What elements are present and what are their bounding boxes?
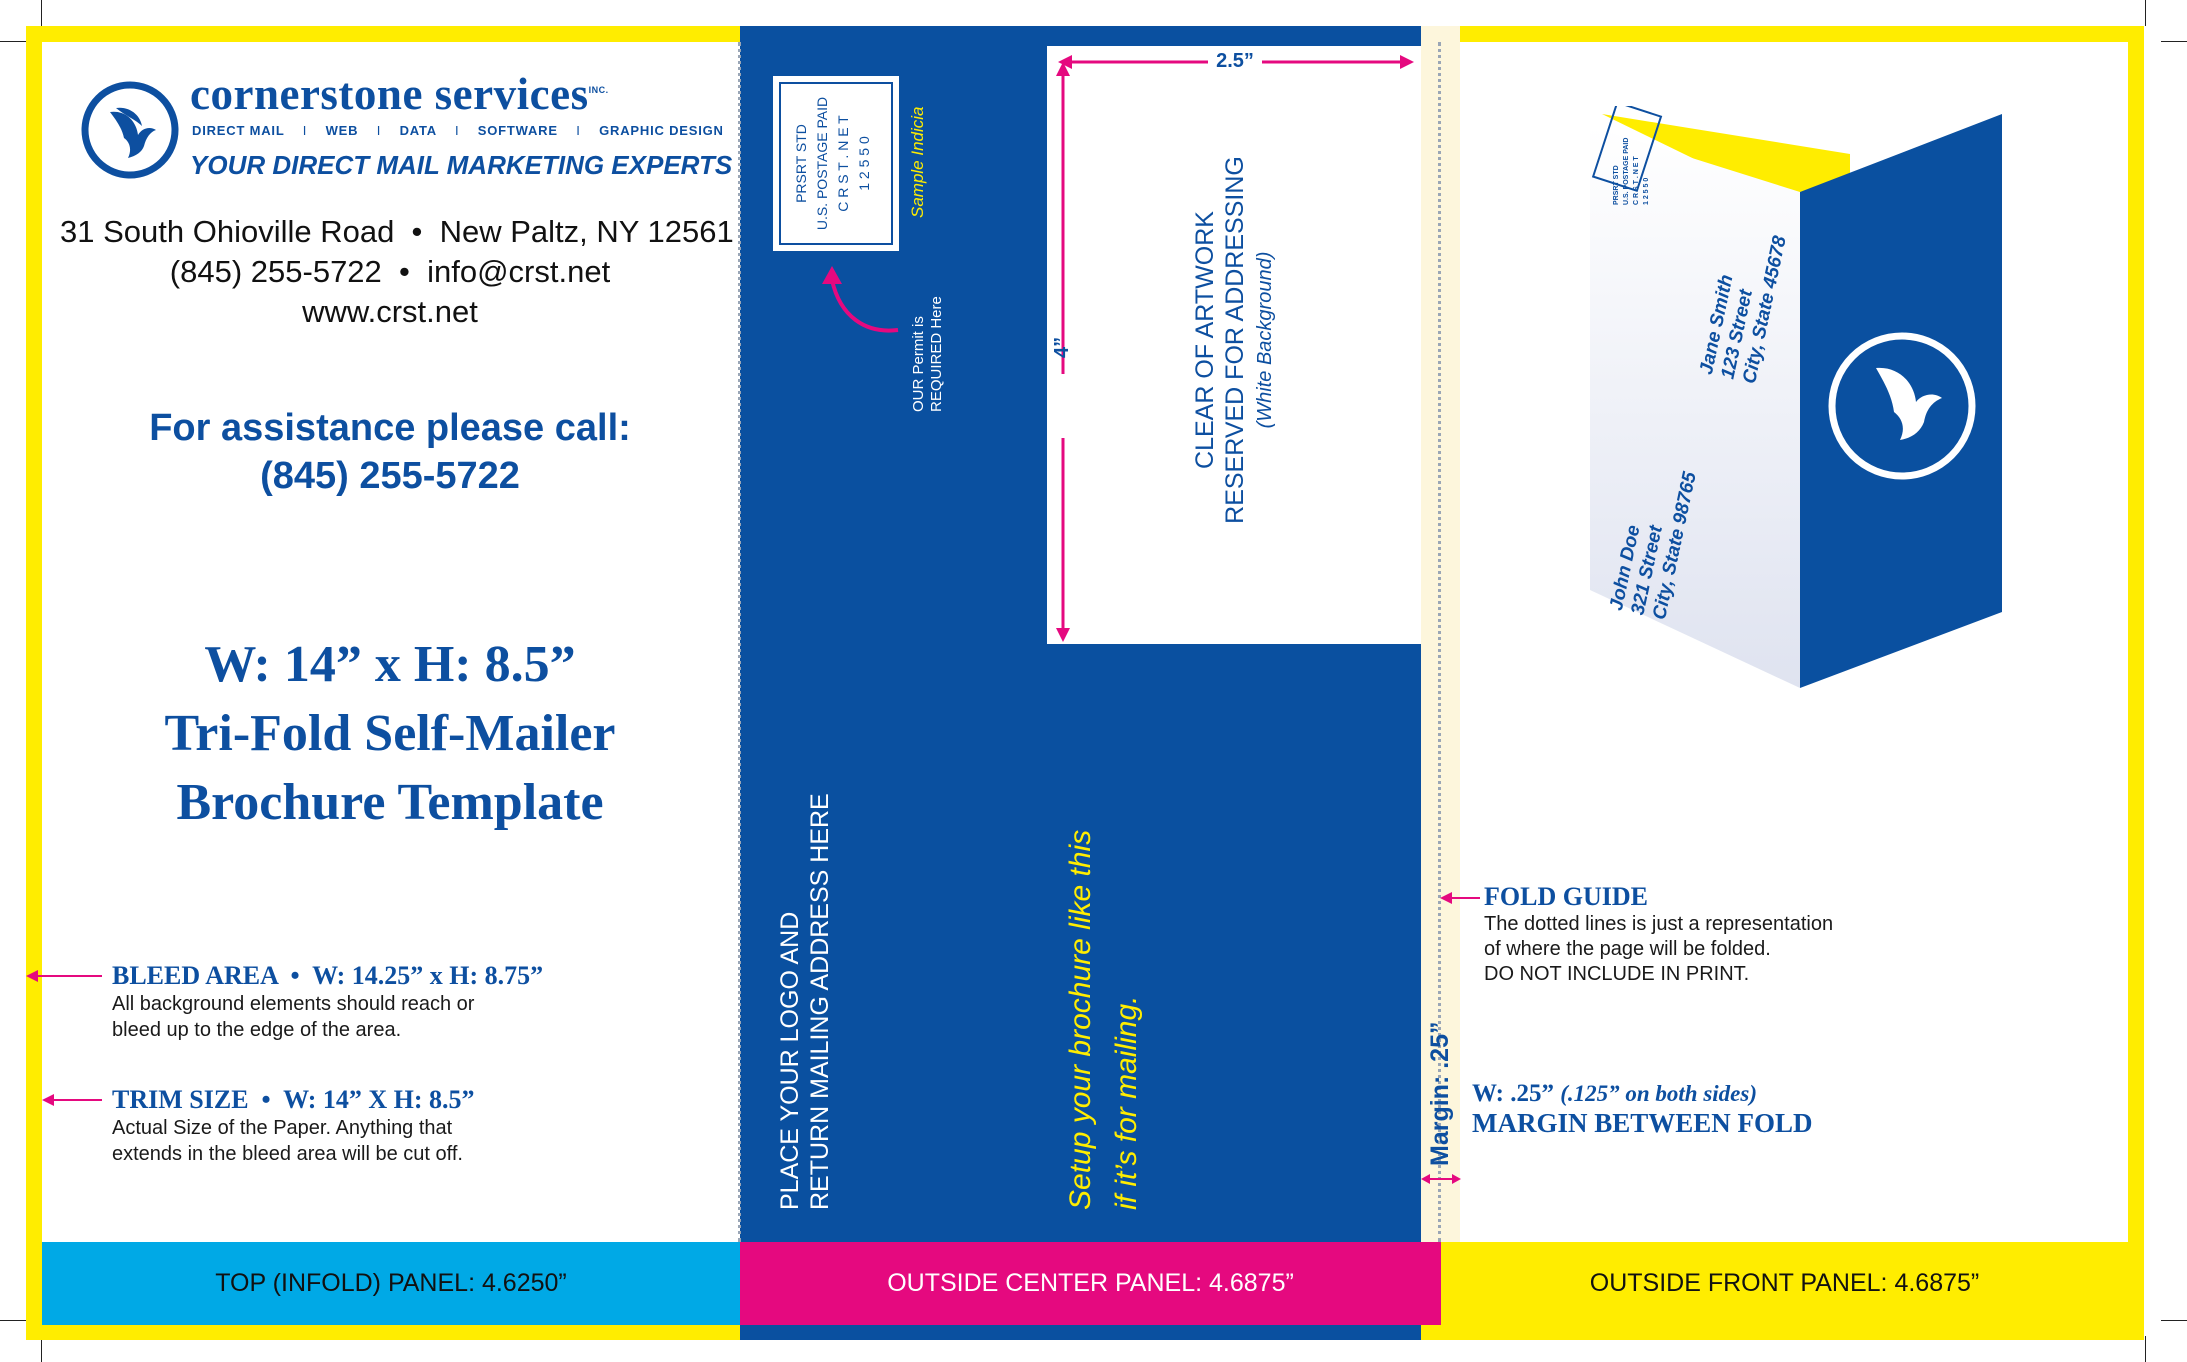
address-height-label: 4”: [1051, 336, 1073, 358]
crop-mark: [2161, 41, 2187, 42]
crop-mark: [2145, 1336, 2146, 1362]
double-arrow-icon: [1056, 62, 1070, 642]
assistance-block: For assistance please call: (845) 255-57…: [60, 404, 720, 500]
service-software: SOFTWARE: [477, 123, 558, 138]
brand-name: cornerstone servicesINC.: [190, 69, 609, 119]
double-arrow-icon: [1058, 55, 1414, 69]
trim-note: TRIM SIZE • W: 14” X H: 8.5” Actual Size…: [112, 1085, 712, 1167]
contact-phone-email: (845) 255-5722 • info@crst.net: [169, 254, 611, 289]
service-direct-mail: DIRECT MAIL: [192, 123, 285, 138]
brand-tagline: YOUR DIRECT MAIL MARKETING EXPERTS: [190, 150, 733, 180]
address-area-text: CLEAR OF ARTWORK RESERVED FOR ADDRESSING…: [1190, 155, 1280, 525]
assistance-phone: (845) 255-5722: [260, 455, 520, 497]
panel-label-top: TOP (INFOLD) PANEL: 4.6250”: [215, 1269, 567, 1297]
bleed-desc-2: bleed up to the edge of the area.: [112, 1019, 402, 1041]
double-arrow-icon: [1421, 1174, 1461, 1184]
mockup-indicia-text: PRSRT STD U.S. POSTAGE PAID C R S T . N …: [1613, 137, 1650, 205]
indicia-box: PRSRT STD U.S. POSTAGE PAID C R S T . N …: [773, 76, 899, 251]
brand-inc: INC.: [588, 85, 609, 95]
fold-line-right: [1438, 42, 1441, 1242]
crop-mark: [2145, 0, 2146, 26]
contact-block: 31 South Ohioville Road • New Paltz, NY …: [60, 212, 734, 332]
address-width-label: 2.5”: [1216, 50, 1254, 72]
mockup-logo-circle: [1828, 332, 1976, 480]
crop-mark: [41, 0, 42, 26]
fold-guide-note: FOLD GUIDE The dotted lines is just a re…: [1484, 882, 2104, 987]
fold-guide-desc-3: DO NOT INCLUDE IN PRINT.: [1484, 963, 1750, 985]
sample-indicia-label: Sample Indicia: [908, 106, 927, 218]
template-type: Tri-Fold Self-Mailer: [164, 705, 616, 762]
arrow-left-icon: [42, 1094, 102, 1106]
arrow-left-icon: [1440, 892, 1480, 904]
permit-note: OUR Permit is REQUIRED Here: [910, 296, 945, 412]
bleed-frame-left: [26, 26, 42, 1340]
fold-guide-title: FOLD GUIDE: [1484, 882, 1648, 911]
curved-arrow-icon: [822, 266, 899, 333]
crop-mark: [41, 1336, 42, 1362]
logo-placement-text: PLACE YOUR LOGO AND RETURN MAILING ADDRE…: [776, 793, 834, 1210]
trim-desc-2: extends in the bleed area will be cut of…: [112, 1143, 463, 1165]
contact-website: www.crst.net: [302, 294, 478, 329]
crop-mark: [0, 41, 26, 42]
bleed-frame-right: [2128, 26, 2144, 1340]
brochure-mockup: [1590, 106, 2002, 688]
template-title: W: 14” x H: 8.5” Tri-Fold Self-Mailer Br…: [60, 630, 720, 837]
indicia-inner-border: PRSRT STD U.S. POSTAGE PAID C R S T . N …: [779, 82, 893, 245]
fold-margin-note: W: .25” (.125” on both sides) MARGIN BET…: [1472, 1080, 2112, 1139]
crop-mark: [0, 1320, 26, 1321]
contact-address: 31 South Ohioville Road • New Paltz, NY …: [60, 214, 734, 249]
template-dimensions: W: 14” x H: 8.5”: [204, 636, 576, 693]
griffin-logo-icon: [81, 81, 179, 179]
panel-bar-center: OUTSIDE CENTER PANEL: 4.6875”: [740, 1242, 1441, 1325]
fold-guide-desc-1: The dotted lines is just a representatio…: [1484, 913, 1834, 935]
brand-logo: [80, 80, 180, 180]
fold-guide-desc-2: of where the page will be folded.: [1484, 938, 1771, 960]
fold-line-left: [738, 42, 741, 1242]
arrow-left-icon: [26, 970, 102, 982]
margin-label: Margin: .25”: [1426, 1021, 1454, 1166]
panel-label-center: OUTSIDE CENTER PANEL: 4.6875”: [887, 1269, 1294, 1297]
template-name: Brochure Template: [176, 774, 604, 831]
assistance-label: For assistance please call:: [149, 407, 631, 449]
mockup-top-flap: [1602, 114, 1850, 194]
address-area-line-1: CLEAR OF ARTWORK: [1191, 211, 1219, 469]
setup-note: Setup your brochure like this if it’s fo…: [1064, 829, 1143, 1210]
bleed-note: BLEED AREA • W: 14.25” x H: 8.75” All ba…: [112, 961, 712, 1043]
crop-mark: [2161, 1320, 2187, 1321]
fold-margin-title: MARGIN BETWEEN FOLD: [1472, 1108, 1813, 1138]
address-area-line-3: (White Background): [1254, 251, 1276, 429]
mockup-back-panel: [1590, 126, 1800, 688]
mockup-indicia: [1591, 106, 1663, 193]
trim-title: TRIM SIZE • W: 14” X H: 8.5”: [112, 1085, 475, 1114]
trim-desc-1: Actual Size of the Paper. Anything that: [112, 1117, 453, 1139]
bleed-desc-1: All background elements should reach or: [112, 993, 475, 1015]
service-data: DATA: [399, 123, 437, 138]
brand-services: DIRECT MAIL I WEB I DATA I SOFTWARE I GR…: [192, 123, 724, 138]
service-graphic-design: GRAPHIC DESIGN: [599, 123, 724, 138]
service-web: WEB: [325, 123, 359, 138]
address-area: [1047, 46, 1421, 644]
panel-bar-front: OUTSIDE FRONT PANEL: 4.6875”: [1441, 1242, 2128, 1325]
bleed-title: BLEED AREA • W: 14.25” x H: 8.75”: [112, 961, 544, 990]
panel-bar-top: TOP (INFOLD) PANEL: 4.6250”: [42, 1242, 740, 1325]
fold-margin-width: W: .25” (.125” on both sides): [1472, 1080, 1757, 1107]
griffin-logo-icon: [1876, 367, 1942, 440]
indicia-text: PRSRT STD U.S. POSTAGE PAID C R S T . N …: [793, 96, 872, 231]
panel-label-front: OUTSIDE FRONT PANEL: 4.6875”: [1589, 1269, 1980, 1297]
address-area-line-2: RESERVED FOR ADDRESSING: [1221, 156, 1249, 524]
